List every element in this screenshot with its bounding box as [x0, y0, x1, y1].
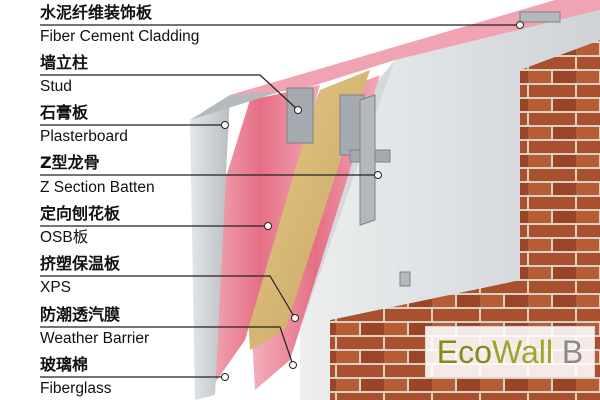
leader-dots: [221, 21, 524, 381]
brick-facade: [330, 40, 600, 400]
logo-suffix: B: [552, 334, 584, 370]
label-stud-en: Stud: [40, 78, 72, 95]
steel-studs: [286, 87, 391, 163]
z-batten: [359, 11, 561, 287]
label-xps-zh: 挤塑保温板: [40, 254, 121, 273]
label-fiberglass-en: Fiberglass: [40, 380, 112, 397]
logo-eco: Eco: [436, 334, 492, 370]
label-plasterboard-en: Plasterboard: [40, 128, 128, 145]
logo-wall: Wall: [491, 334, 553, 370]
leader-lines: [40, 24, 520, 378]
fiberglass-layer: [200, 85, 320, 390]
cladding-face: [300, 10, 600, 400]
label-cladding-zh: 水泥纤维装饰板: [40, 3, 153, 22]
osb-layer: [245, 70, 370, 350]
label-stud-zh: 墙立柱: [40, 53, 89, 72]
label-z-batten-en: Z Section Batten: [40, 179, 155, 196]
label-z-batten-zh: Z型龙骨: [40, 153, 100, 172]
ecowall-logo: EcoWall B: [425, 326, 595, 378]
label-plasterboard-zh: 石膏板: [40, 103, 89, 122]
insulation-top: [230, 0, 600, 95]
plasterboard-layer: [190, 95, 230, 400]
label-osb-zh: 定向刨花板: [40, 204, 121, 223]
label-weather-barrier-en: Weather Barrier: [40, 330, 150, 347]
label-cladding-en: Fiber Cement Cladding: [40, 28, 200, 45]
label-fiberglass-zh: 玻璃棉: [40, 355, 89, 374]
label-xps-en: XPS: [40, 279, 72, 296]
label-weather-barrier-zh: 防潮透汽膜: [40, 305, 121, 324]
label-osb-en: OSB板: [40, 229, 89, 246]
